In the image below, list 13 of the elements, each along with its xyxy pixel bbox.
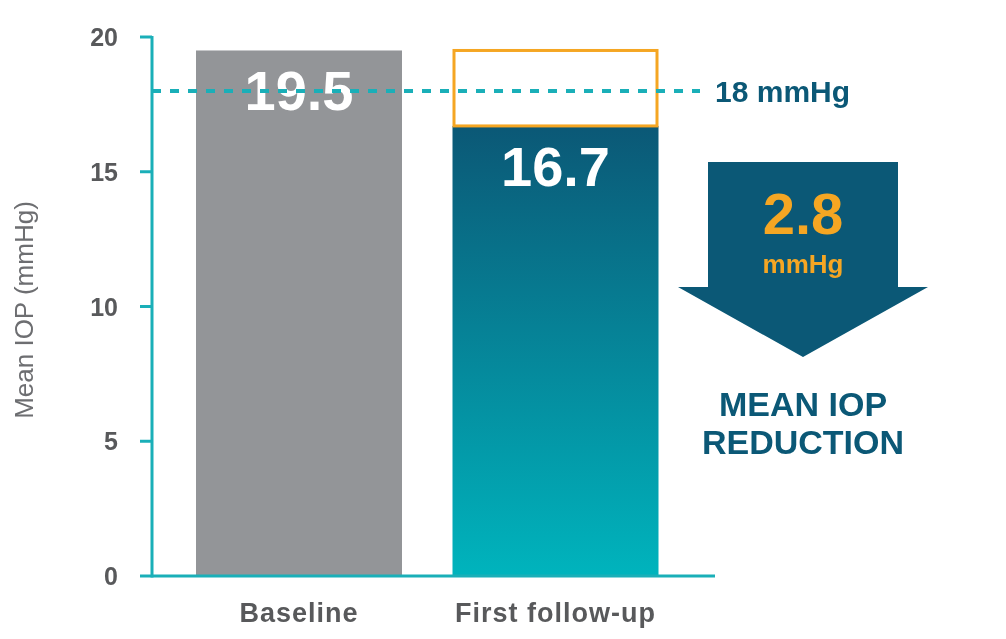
tick-label: 10 [90,292,118,321]
value-label: 16.7 [501,134,610,198]
reference-label: 18 mmHg [715,74,851,108]
tick-label: 0 [104,562,118,590]
reduction-caption: MEAN IOP REDUCTION [700,385,906,461]
axis-title: Mean IOP (mmHg) [9,201,39,419]
tick-label: 15 [90,157,118,186]
unit-label: mmHg [761,250,845,279]
category-label: Baseline [239,598,359,628]
tick-label: 5 [104,427,118,456]
tick-label: 20 [90,23,118,51]
reduction-value: 2.8 [761,182,845,246]
category-label: First follow-up [455,598,656,628]
